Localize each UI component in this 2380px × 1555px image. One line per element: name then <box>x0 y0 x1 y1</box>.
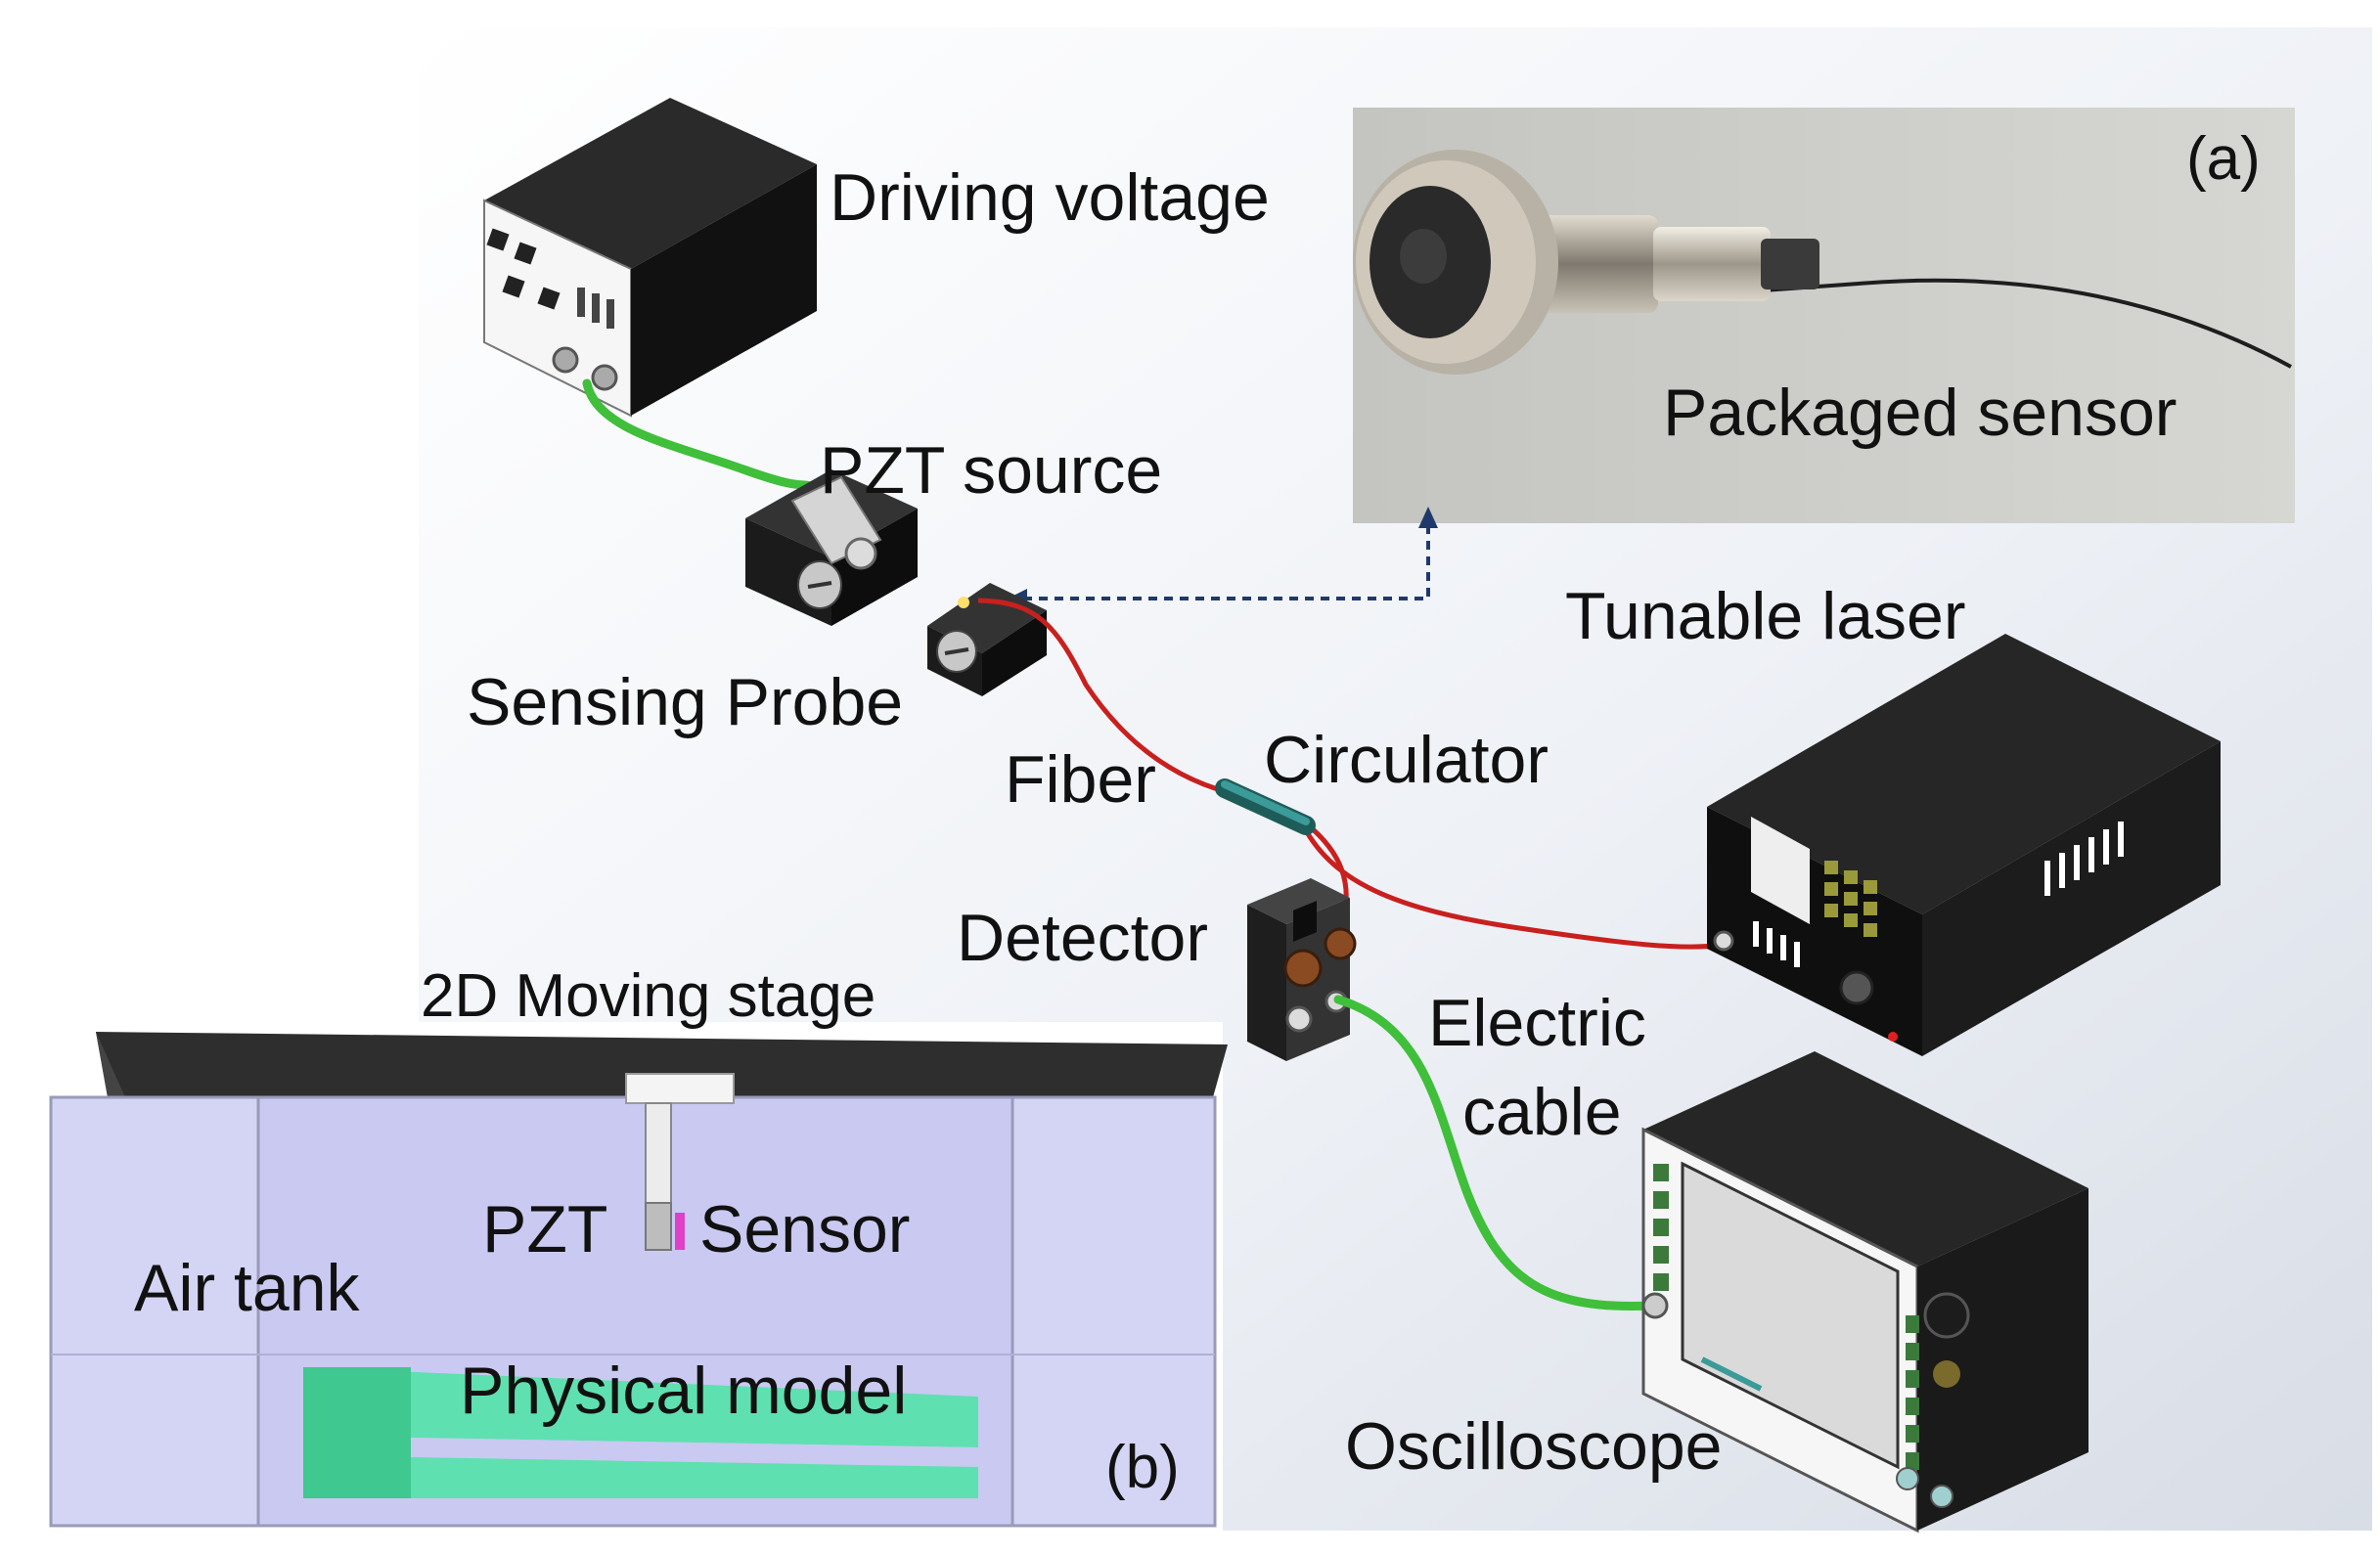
label-electric-cable-line2: cable <box>1462 1075 1622 1149</box>
circulator <box>1215 778 1316 835</box>
label-pzt-source: PZT source <box>820 433 1163 508</box>
label-pzt: PZT <box>482 1192 608 1266</box>
label-electric-cable-line1: Electric <box>1428 986 1646 1060</box>
label-circulator: Circulator <box>1264 723 1549 797</box>
pzt-driving-cable <box>582 378 822 494</box>
oscilloscope-box <box>1641 1051 2088 1533</box>
label-air-tank: Air tank <box>134 1251 360 1325</box>
pzt-source-block <box>745 469 918 626</box>
sensing-probe-block <box>927 583 1047 696</box>
label-detector: Detector <box>957 901 1208 975</box>
electric-cable-line <box>1333 995 1658 1311</box>
driving-voltage-box <box>483 98 817 418</box>
label-sensor: Sensor <box>699 1192 911 1266</box>
air-tank-panel <box>49 1032 1228 1528</box>
label-oscilloscope: Oscilloscope <box>1345 1409 1723 1484</box>
label-tunable-laser: Tunable laser <box>1565 579 1966 653</box>
packaged-sensor-photo <box>1353 108 2295 523</box>
label-driving-voltage: Driving voltage <box>830 160 1270 235</box>
label-packaged-sensor: Packaged sensor <box>1663 376 2178 450</box>
label-2d-moving-stage: 2D Moving stage <box>421 962 876 1030</box>
label-sensing-probe: Sensing Probe <box>467 665 904 739</box>
tunable-laser-box <box>1707 634 2221 1056</box>
inset-link-arrow <box>1008 523 1430 600</box>
fiber-to-laser-line <box>1298 820 1725 950</box>
label-fiber: Fiber <box>1005 742 1156 817</box>
optical-fiber-line <box>977 598 1229 795</box>
label-physical-model: Physical model <box>460 1354 908 1428</box>
detector-box <box>1247 878 1357 1061</box>
panel-label-a: (a) <box>2186 125 2261 193</box>
panel-label-b: (b) <box>1105 1434 1180 1501</box>
